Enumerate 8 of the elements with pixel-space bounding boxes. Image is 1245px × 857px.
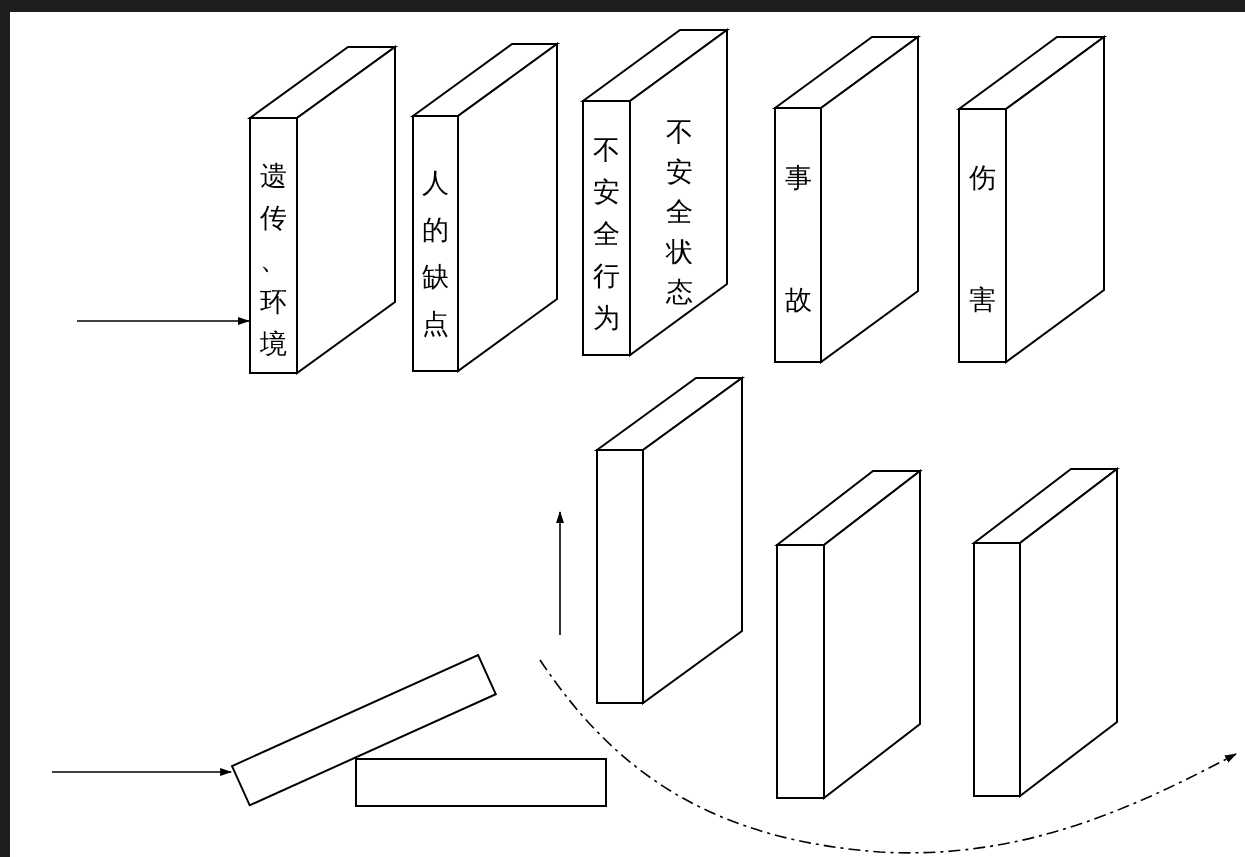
domino-label: 伤害	[968, 161, 997, 317]
domino-label: 不安全状态	[665, 115, 693, 309]
arrow	[76, 317, 250, 325]
domino-label: 事故	[784, 161, 812, 317]
arrow	[51, 768, 233, 776]
domino-label: 人的缺点	[421, 165, 450, 341]
domino-label: 不安全行为	[592, 133, 621, 335]
domino-label: 遗传、环境	[259, 159, 288, 361]
